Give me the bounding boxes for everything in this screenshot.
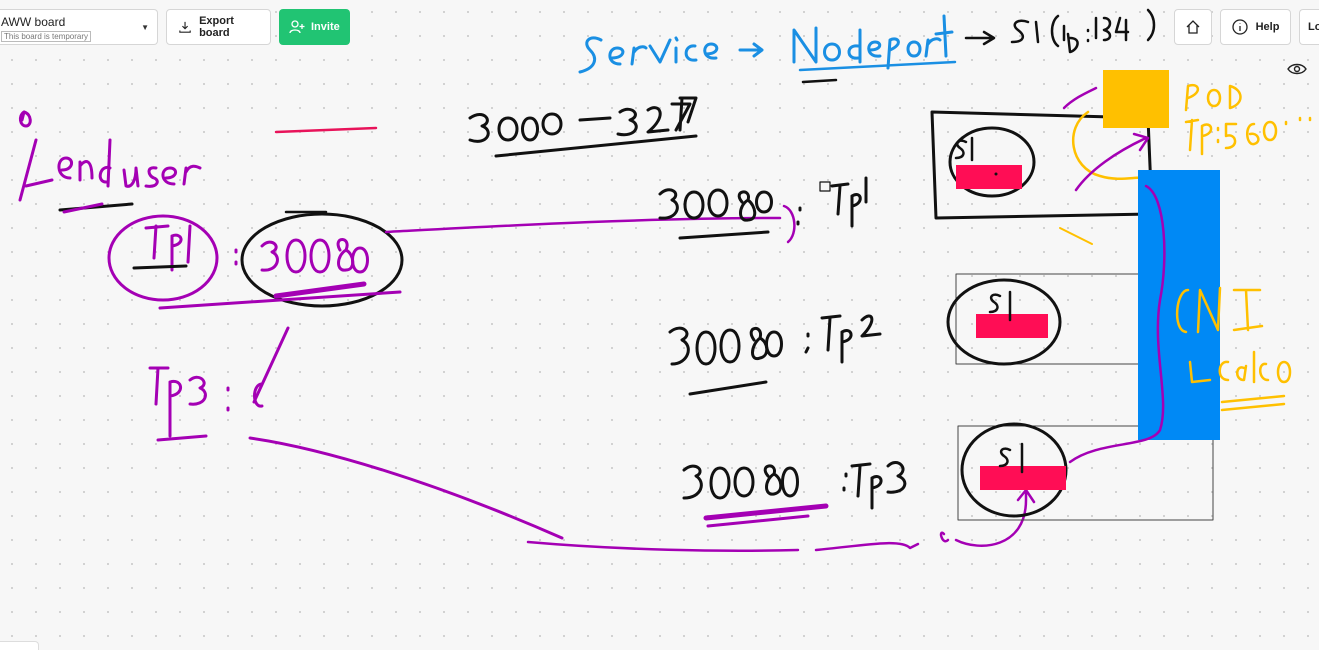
end-user-label <box>18 110 202 214</box>
node3-port-label <box>682 461 907 528</box>
eye-icon <box>1287 63 1307 75</box>
help-button[interactable]: Help <box>1220 9 1291 45</box>
export-board-button[interactable]: Export board <box>166 9 271 45</box>
node1-port-label <box>658 176 868 240</box>
add-user-icon <box>289 20 305 34</box>
visibility-toggle[interactable] <box>1287 62 1307 81</box>
help-label: Help <box>1255 21 1280 33</box>
bottom-left-panel-tab[interactable] <box>0 641 39 650</box>
port-30080-bubble <box>158 210 404 310</box>
board-selector[interactable]: AWW board This board is temporary ▼ <box>0 9 158 45</box>
home-icon <box>1186 20 1200 34</box>
title-s1-ip <box>964 8 1156 54</box>
info-icon <box>1231 19 1248 35</box>
pod-block <box>1062 70 1312 192</box>
login-label: Lo <box>1308 21 1319 33</box>
top-toolbar-left: AWW board This board is temporary ▼ Expo… <box>0 9 350 45</box>
invite-label: Invite <box>311 21 340 33</box>
invite-button[interactable]: Invite <box>279 9 350 45</box>
chevron-down-icon[interactable]: ▼ <box>141 23 149 32</box>
title-service-nodeport <box>578 14 957 84</box>
port-range-label <box>274 96 698 158</box>
board-name: AWW board <box>1 15 66 29</box>
node3-box <box>957 422 1214 521</box>
ip1-node-bubble <box>107 214 238 302</box>
export-board-label: Export board <box>199 15 234 39</box>
login-button[interactable]: Lo <box>1299 9 1319 45</box>
connection-lines <box>384 204 1036 552</box>
home-button[interactable] <box>1174 9 1212 45</box>
board-status-badge: This board is temporary <box>1 31 92 42</box>
node2-port-label <box>668 314 882 396</box>
top-toolbar-right: Help Lo <box>1174 9 1319 45</box>
ip3-label <box>148 326 564 540</box>
node2-box <box>946 273 1167 366</box>
cni-block <box>1068 170 1292 464</box>
download-icon <box>179 21 191 33</box>
